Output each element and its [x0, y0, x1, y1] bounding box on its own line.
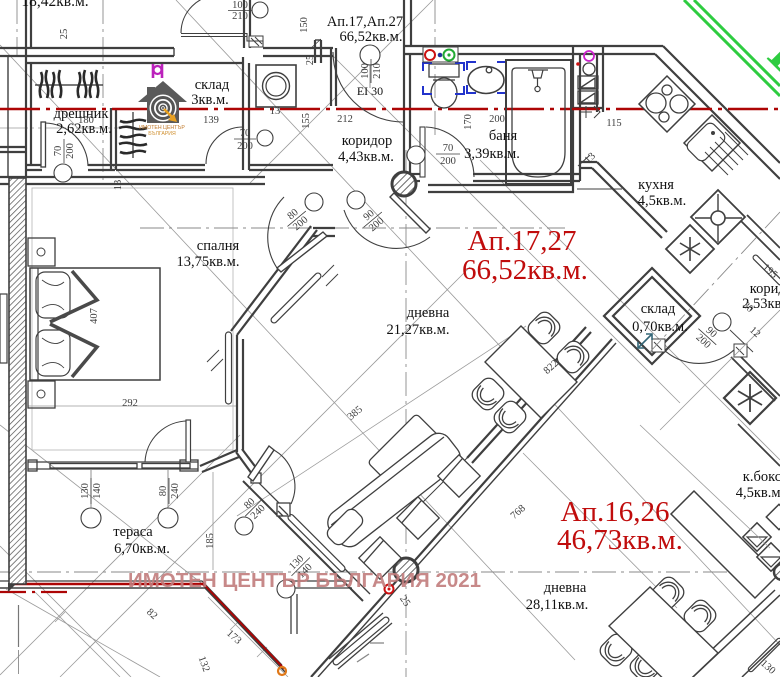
svg-text:70: 70	[443, 143, 454, 154]
svg-text:13,75кв.м.: 13,75кв.м.	[177, 254, 240, 270]
svg-text:132: 132	[196, 655, 212, 674]
svg-text:70: 70	[53, 146, 64, 157]
svg-text:склад: склад	[195, 77, 230, 93]
svg-text:спалня: спалня	[197, 238, 240, 254]
svg-text:115: 115	[606, 118, 621, 129]
svg-text:ИМОТЕН ЦЕНТЪР: ИМОТЕН ЦЕНТЪР	[139, 125, 185, 131]
svg-text:25: 25	[305, 55, 316, 66]
svg-text:100: 100	[360, 63, 371, 79]
svg-text:коридор: коридор	[750, 281, 780, 297]
svg-text:66,52кв.м.: 66,52кв.м.	[340, 29, 403, 45]
svg-text:200: 200	[489, 114, 505, 125]
svg-text:80: 80	[158, 486, 169, 497]
svg-text:тераса: тераса	[113, 524, 153, 540]
svg-text:21,27кв.м.: 21,27кв.м.	[387, 322, 450, 338]
svg-text:3кв.м.: 3кв.м.	[191, 92, 229, 108]
svg-text:БЪЛГАРИЯ: БЪЛГАРИЯ	[148, 131, 176, 137]
svg-text:25: 25	[397, 594, 412, 609]
svg-text:212: 212	[337, 114, 353, 125]
svg-text:139: 139	[203, 115, 219, 126]
svg-text:210: 210	[232, 11, 248, 22]
svg-text:240: 240	[170, 483, 181, 499]
svg-text:200: 200	[440, 156, 456, 167]
svg-text:кухня: кухня	[638, 177, 674, 193]
svg-text:ИМОТЕН ЦЕНТЪР БЪЛГАРИЯ 2021: ИМОТЕН ЦЕНТЪР БЪЛГАРИЯ 2021	[128, 569, 481, 592]
svg-text:0,70кв.м.: 0,70кв.м.	[632, 319, 688, 335]
svg-text:18,42кв.м.: 18,42кв.м.	[21, 0, 88, 10]
svg-text:66,52кв.м.: 66,52кв.м.	[462, 254, 588, 286]
svg-text:407: 407	[89, 308, 100, 324]
svg-text:склад: склад	[641, 301, 676, 317]
svg-text:170: 170	[463, 114, 474, 130]
svg-text:210: 210	[372, 63, 383, 79]
svg-text:Ап.17,27: Ап.17,27	[468, 225, 577, 257]
svg-text:13: 13	[270, 106, 281, 117]
svg-text:130: 130	[80, 483, 91, 499]
svg-text:292: 292	[122, 398, 138, 409]
svg-text:коридор: коридор	[342, 133, 392, 149]
svg-text:4,5кв.м.: 4,5кв.м.	[736, 485, 780, 501]
svg-text:25: 25	[59, 29, 70, 40]
svg-text:к.бокс: к.бокс	[743, 469, 780, 485]
svg-text:дневна: дневна	[544, 580, 587, 596]
svg-text:100: 100	[232, 0, 248, 11]
svg-text:дрешник: дрешник	[54, 106, 110, 122]
svg-text:200: 200	[237, 141, 253, 152]
svg-text:баня: баня	[489, 128, 518, 144]
svg-text:185: 185	[205, 533, 216, 549]
svg-text:200: 200	[65, 143, 76, 159]
svg-text:3,39кв.м.: 3,39кв.м.	[464, 146, 520, 162]
svg-text:4,43кв.м.: 4,43кв.м.	[338, 149, 394, 165]
svg-text:70: 70	[240, 128, 251, 139]
svg-text:Ап.17,Ап.27: Ап.17,Ап.27	[327, 14, 403, 30]
svg-text:28,11кв.м.: 28,11кв.м.	[526, 597, 588, 613]
svg-text:150: 150	[299, 17, 310, 33]
svg-text:4,5кв.м.: 4,5кв.м.	[638, 193, 686, 209]
svg-text:155: 155	[301, 113, 312, 129]
svg-text:180: 180	[78, 115, 94, 126]
svg-text:6,70кв.м.: 6,70кв.м.	[114, 541, 170, 557]
svg-text:46,73кв.м.: 46,73кв.м.	[557, 524, 683, 556]
svg-text:140: 140	[92, 483, 103, 499]
svg-text:2,53кв.м.: 2,53кв.м.	[742, 296, 780, 312]
svg-text:Ап.16,26: Ап.16,26	[561, 496, 670, 528]
svg-text:13: 13	[113, 180, 124, 191]
svg-text:дневна: дневна	[407, 305, 450, 321]
svg-text:2,62кв.м.: 2,62кв.м.	[56, 121, 112, 137]
svg-text:EI 30: EI 30	[357, 84, 383, 98]
